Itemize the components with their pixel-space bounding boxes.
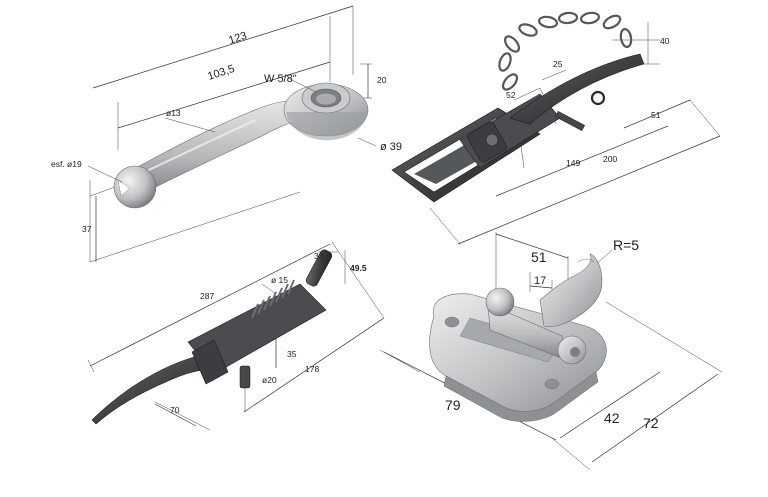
dim-123: 123 (227, 30, 248, 47)
dim-dia-20: ø20 (262, 375, 277, 385)
dim-200: 200 (603, 154, 617, 164)
dim-149: 149 (566, 158, 580, 168)
dim-70: 70 (170, 405, 180, 415)
dim-dia-39: ø 39 (380, 141, 402, 153)
dim-r5: R=5 (613, 237, 639, 253)
hook-plate-part (379, 232, 723, 471)
dim-40: 40 (660, 36, 670, 46)
eye-lever-part (87, 5, 377, 263)
dim-52: 52 (506, 90, 516, 100)
dim-178: 178 (305, 364, 319, 374)
dim-17: 17 (534, 275, 546, 287)
dim-103-5: 103,5 (206, 63, 236, 83)
dim-25: 25 (553, 59, 563, 69)
chain-latch-part (391, 11, 721, 245)
dim-287: 287 (200, 291, 214, 301)
dim-42: 42 (604, 410, 620, 426)
dim-72: 72 (643, 415, 659, 431)
dim-dia-15: ø 15 (271, 275, 288, 285)
spring-latch-part (87, 241, 385, 431)
dim-33: 33 (314, 251, 324, 261)
dim-51-latch: 51 (651, 110, 661, 120)
dim-dia-13: ø13 (166, 108, 181, 118)
dim-35: 35 (287, 349, 297, 359)
dim-thread: W 5/8" (264, 73, 297, 85)
dim-49-5: 49.5 (350, 263, 367, 273)
dim-20-eye: 20 (377, 75, 387, 85)
dim-79: 79 (445, 397, 461, 413)
dim-37: 37 (82, 224, 92, 234)
dim-51-hook: 51 (531, 249, 547, 265)
dim-sphere-19: esf. ø19 (51, 159, 82, 169)
